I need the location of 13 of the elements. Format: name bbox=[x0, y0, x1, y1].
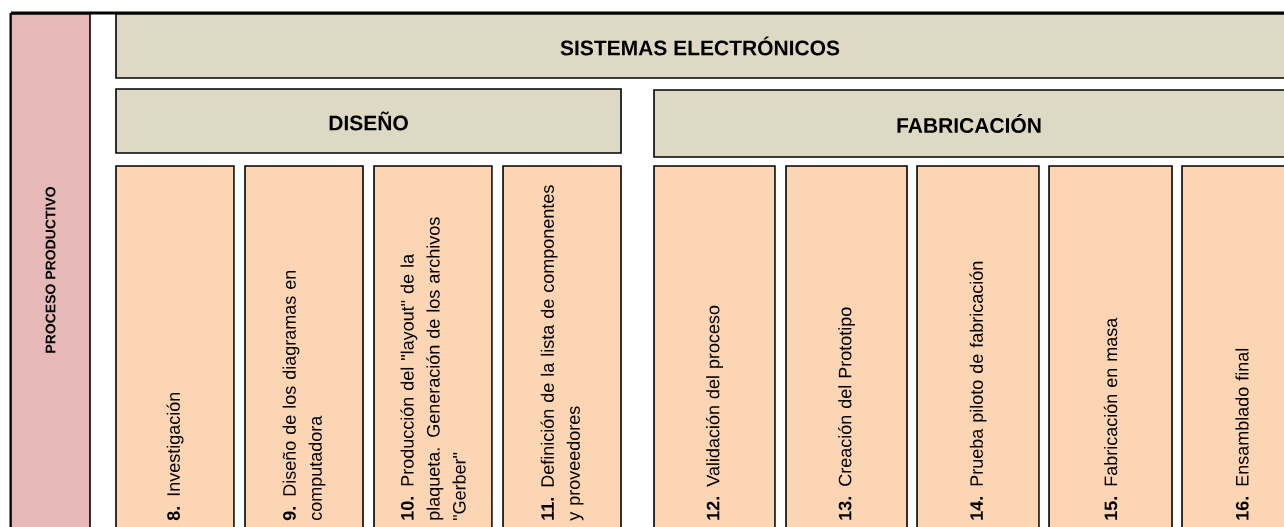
step-box: 15. Fabricación en masa bbox=[1048, 165, 1173, 527]
header-box: FABRICACIÓN bbox=[653, 89, 1284, 158]
step-box: 10. Producción del "layout" de la plaqueta. Generación de los archivos "Gerber" bbox=[373, 165, 493, 527]
header-box: SISTEMAS ELECTRÓNICOS bbox=[115, 13, 1284, 79]
header-box: DISEÑO bbox=[115, 88, 622, 154]
step-box: 8. Investigación bbox=[115, 165, 235, 527]
step-box: 9. Diseño de los diagramas en computadora bbox=[244, 165, 364, 527]
step-box: 11. Definición de la lista de componentes y proveedores bbox=[502, 165, 622, 527]
step-box: 13. Creación del Prototipo bbox=[785, 165, 908, 527]
step-box: 16. Ensamblado final bbox=[1181, 165, 1284, 527]
step-box: 14. Prueba piloto de fabricación bbox=[916, 165, 1040, 527]
sidebar-box: PROCESO PRODUCTIVO bbox=[10, 13, 91, 527]
step-box: 12. Validación del proceso bbox=[653, 165, 776, 527]
